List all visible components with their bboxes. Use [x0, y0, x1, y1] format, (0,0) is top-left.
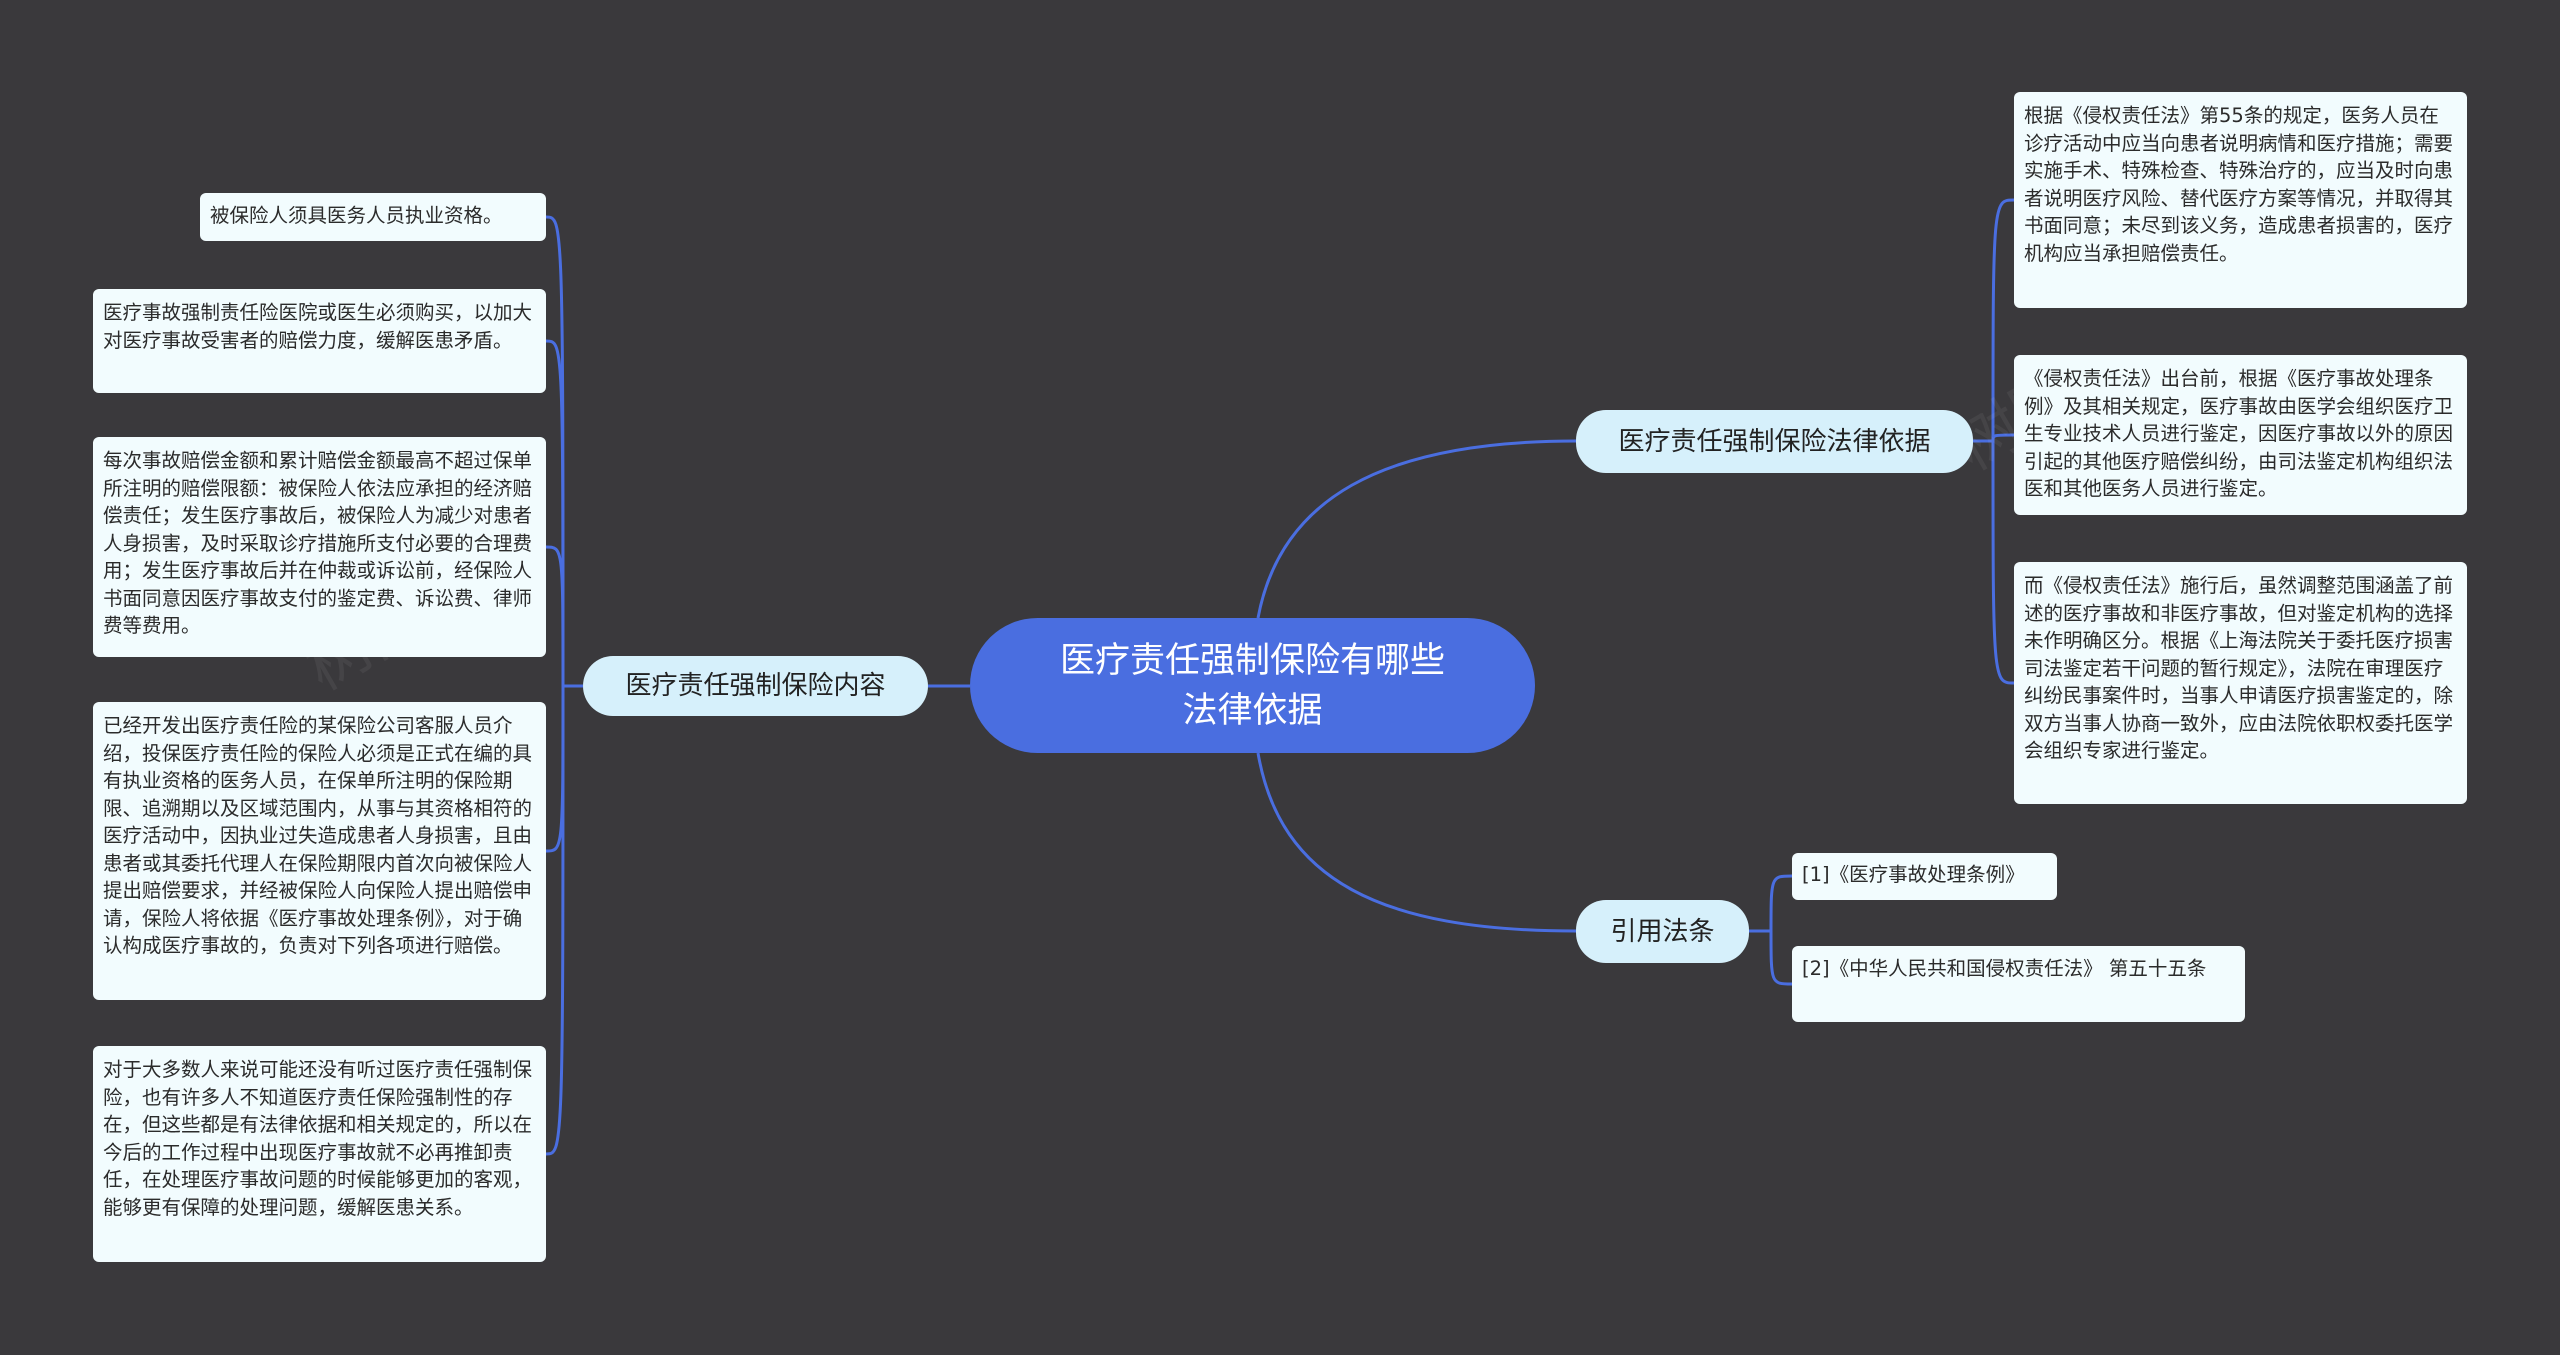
root-topic[interactable]: 医疗责任强制保险有哪些 法律依据 [970, 618, 1535, 753]
connector-legal-leaf-1 [1991, 198, 2015, 442]
connector-citation-leaf-2 [1769, 930, 1793, 986]
leaf-legal-3[interactable]: 而《侵权责任法》施行后，虽然调整范围涵盖了前述的医疗事故和非医疗事故，但对鉴定机… [2014, 562, 2467, 804]
connector-content-leaf-3 [545, 545, 565, 687]
leaf-content-5[interactable]: 对于大多数人来说可能还没有听过医疗责任强制保险，也有许多人不知道医疗责任保险强制… [93, 1046, 546, 1262]
connector-content-leaf-1 [545, 215, 565, 687]
connector-citation-leaf-1 [1769, 874, 1793, 932]
connector-root-legal [1256, 439, 1577, 619]
connector-legal-leaf-3 [1991, 440, 2015, 685]
connector-content-leaf-5 [545, 685, 565, 1156]
connector-content-leaf-4 [545, 685, 565, 853]
connector-root-citations [1256, 752, 1577, 933]
leaf-content-2[interactable]: 医疗事故强制责任险医院或医生必须购买，以加大对医疗事故受害者的赔偿力度，缓解医患… [93, 289, 546, 393]
leaf-citation-2[interactable]: [2]《中华人民共和国侵权责任法》 第五十五条 [1792, 946, 2245, 1022]
leaf-legal-1[interactable]: 根据《侵权责任法》第55条的规定，医务人员在诊疗活动中应当向患者说明病情和医疗措… [2014, 92, 2467, 308]
leaf-content-4[interactable]: 已经开发出医疗责任险的某保险公司客服人员介绍，投保医疗责任险的保险人必须是正式在… [93, 702, 546, 1000]
branch-legal-basis[interactable]: 医疗责任强制保险法律依据 [1576, 410, 1973, 473]
connector-content-leaf-2 [545, 339, 565, 687]
connector-legal-leaf-2 [1991, 433, 2015, 442]
leaf-legal-2[interactable]: 《侵权责任法》出台前，根据《医疗事故处理条例》及其相关规定，医疗事故由医学会组织… [2014, 355, 2467, 515]
leaf-content-1[interactable]: 被保险人须具医务人员执业资格。 [200, 193, 546, 241]
branch-citations[interactable]: 引用法条 [1576, 900, 1749, 963]
branch-insurance-content[interactable]: 医疗责任强制保险内容 [583, 656, 928, 716]
leaf-content-3[interactable]: 每次事故赔偿金额和累计赔偿金额最高不超过保单所注明的赔偿限额：被保险人依法应承担… [93, 437, 546, 657]
leaf-citation-1[interactable]: [1]《医疗事故处理条例》 [1792, 853, 2057, 900]
